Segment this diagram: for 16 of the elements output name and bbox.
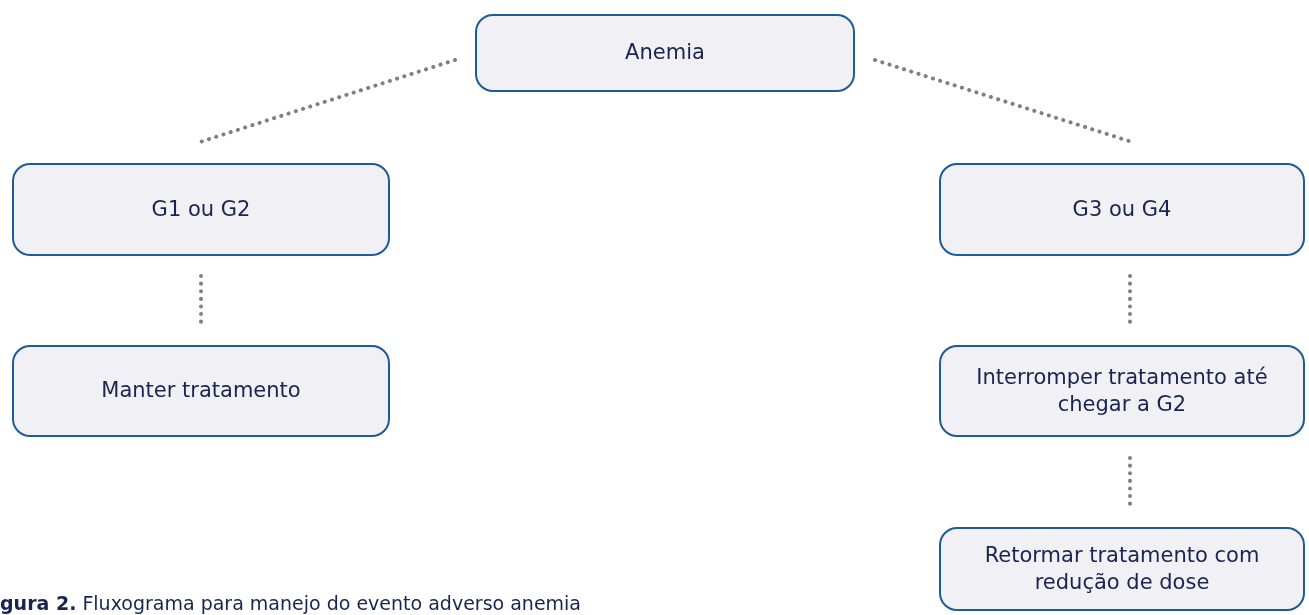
node-label: Interromper tratamento até chegar a G2 [975,363,1269,418]
process-box [939,163,1305,256]
process-box [939,345,1305,437]
node-label: Anemia [625,39,705,67]
dotted-connector [199,274,203,327]
process-box [939,527,1305,611]
node-label: Retormar tratamento com redução de dose [983,541,1261,596]
process-box [12,345,390,437]
figure-caption: gura 2. Fluxograma para manejo do evento adverso anemia [0,592,581,614]
process-box [12,163,390,256]
node-label: G1 ou G2 [151,195,251,223]
node-label: Manter tratamento [101,377,301,405]
dotted-connector [198,58,457,144]
dotted-connector [1128,274,1132,327]
process-box [475,14,855,92]
node-label: G3 ou G4 [1072,195,1172,223]
